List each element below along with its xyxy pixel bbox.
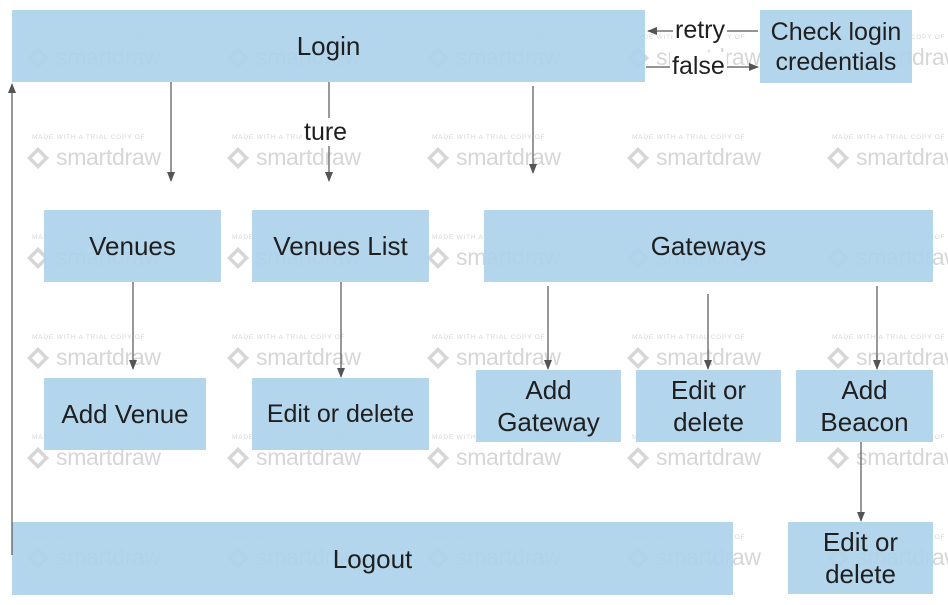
smartdraw-logo-icon [627, 447, 649, 469]
smartdraw-logo-icon [227, 447, 249, 469]
watermark-caption: MADE WITH A TRIAL COPY OF [632, 334, 746, 341]
watermark-caption: MADE WITH A TRIAL COPY OF [832, 134, 946, 141]
watermark-brand: smartdraw [456, 144, 561, 170]
add-beacon-node[interactable]: Add Beacon [796, 370, 933, 442]
watermark-caption: MADE WITH A TRIAL COPY OF [632, 134, 746, 141]
watermark: MADE WITH A TRIAL COPY OF smartdraw [826, 132, 948, 182]
watermark-brand: smartdraw [656, 444, 761, 470]
watermark-brand: smartdraw [856, 144, 948, 170]
watermark-brand: smartdraw [456, 444, 561, 470]
watermark-brand: smartdraw [256, 144, 361, 170]
watermark-caption: MADE WITH A TRIAL COPY OF [232, 134, 346, 141]
add-gateway-node-label: Add Gateway [497, 375, 600, 437]
watermark-brand: smartdraw [856, 344, 948, 370]
smartdraw-logo-icon [227, 147, 249, 169]
watermark-brand: smartdraw [56, 344, 161, 370]
watermark-brand: smartdraw [456, 344, 561, 370]
smartdraw-logo-icon [827, 147, 849, 169]
smartdraw-logo-icon [27, 247, 49, 269]
watermark-caption: MADE WITH A TRIAL COPY OF [32, 334, 146, 341]
venues-list-node[interactable]: Venues List [252, 210, 429, 282]
edge-label-true: ture [302, 118, 350, 146]
smartdraw-logo-icon [427, 147, 449, 169]
smartdraw-logo-icon [27, 447, 49, 469]
venues-node[interactable]: Venues [44, 210, 221, 282]
smartdraw-logo-icon [427, 347, 449, 369]
smartdraw-logo-icon [27, 347, 49, 369]
edit-or-delete-venue-node-label: Edit or delete [266, 400, 415, 428]
watermark: MADE WITH A TRIAL COPY OF smartdraw [426, 132, 576, 182]
edit-or-delete-gateway-node[interactable]: Edit or delete [636, 370, 781, 442]
edge-label-false: false [670, 52, 727, 80]
check-login-credentials-label: Check login credentials [770, 17, 902, 76]
watermark-caption: MADE WITH A TRIAL COPY OF [432, 334, 546, 341]
watermark: MADE WITH A TRIAL COPY OF smartdraw [26, 132, 176, 182]
edit-or-delete-venue-node[interactable]: Edit or delete [252, 378, 429, 450]
watermark-brand: smartdraw [656, 344, 761, 370]
add-gateway-node[interactable]: Add Gateway [476, 370, 621, 442]
watermark: MADE WITH A TRIAL COPY OF smartdraw [226, 332, 376, 382]
logout-node[interactable]: Logout [12, 522, 733, 595]
watermark-brand: smartdraw [656, 144, 761, 170]
watermark-caption: MADE WITH A TRIAL COPY OF [832, 334, 946, 341]
edit-or-delete-gateway-node-label: Edit or delete [670, 375, 747, 437]
smartdraw-logo-icon [227, 247, 249, 269]
watermark: MADE WITH A TRIAL COPY OF smartdraw [426, 332, 576, 382]
watermark: MADE WITH A TRIAL COPY OF smartdraw [26, 332, 176, 382]
watermark-brand: smartdraw [256, 344, 361, 370]
watermark: MADE WITH A TRIAL COPY OF smartdraw [826, 332, 948, 382]
watermark-brand: smartdraw [856, 444, 948, 470]
venues-node-label: Venues [89, 231, 176, 261]
watermark-caption: MADE WITH A TRIAL COPY OF [32, 134, 146, 141]
watermark: MADE WITH A TRIAL COPY OF smartdraw [626, 132, 776, 182]
watermark-caption: MADE WITH A TRIAL COPY OF [232, 334, 346, 341]
add-beacon-node-label: Add Beacon [820, 375, 909, 437]
smartdraw-logo-icon [227, 347, 249, 369]
smartdraw-logo-icon [427, 247, 449, 269]
gateways-node[interactable]: Gateways [484, 210, 933, 282]
check-login-credentials-node[interactable]: Check login credentials [760, 10, 912, 83]
watermark: MADE WITH A TRIAL COPY OF smartdraw [226, 132, 376, 182]
edit-or-delete-beacon-node[interactable]: Edit or delete [788, 522, 933, 594]
logout-node-label: Logout [332, 543, 413, 574]
smartdraw-logo-icon [627, 347, 649, 369]
smartdraw-logo-icon [27, 147, 49, 169]
add-venue-node[interactable]: Add Venue [44, 378, 206, 450]
edit-or-delete-beacon-node-label: Edit or delete [822, 527, 899, 589]
edge-label-retry: retry [673, 16, 727, 44]
venues-list-node-label: Venues List [273, 231, 408, 261]
login-node-label: Login [296, 31, 361, 61]
add-venue-node-label: Add Venue [61, 399, 189, 429]
smartdraw-logo-icon [627, 147, 649, 169]
smartdraw-logo-icon [427, 447, 449, 469]
watermark-brand: smartdraw [56, 144, 161, 170]
login-node[interactable]: Login [12, 10, 645, 82]
smartdraw-logo-icon [827, 447, 849, 469]
watermark-caption: MADE WITH A TRIAL COPY OF [432, 134, 546, 141]
smartdraw-logo-icon [827, 347, 849, 369]
gateways-node-label: Gateways [650, 231, 767, 261]
